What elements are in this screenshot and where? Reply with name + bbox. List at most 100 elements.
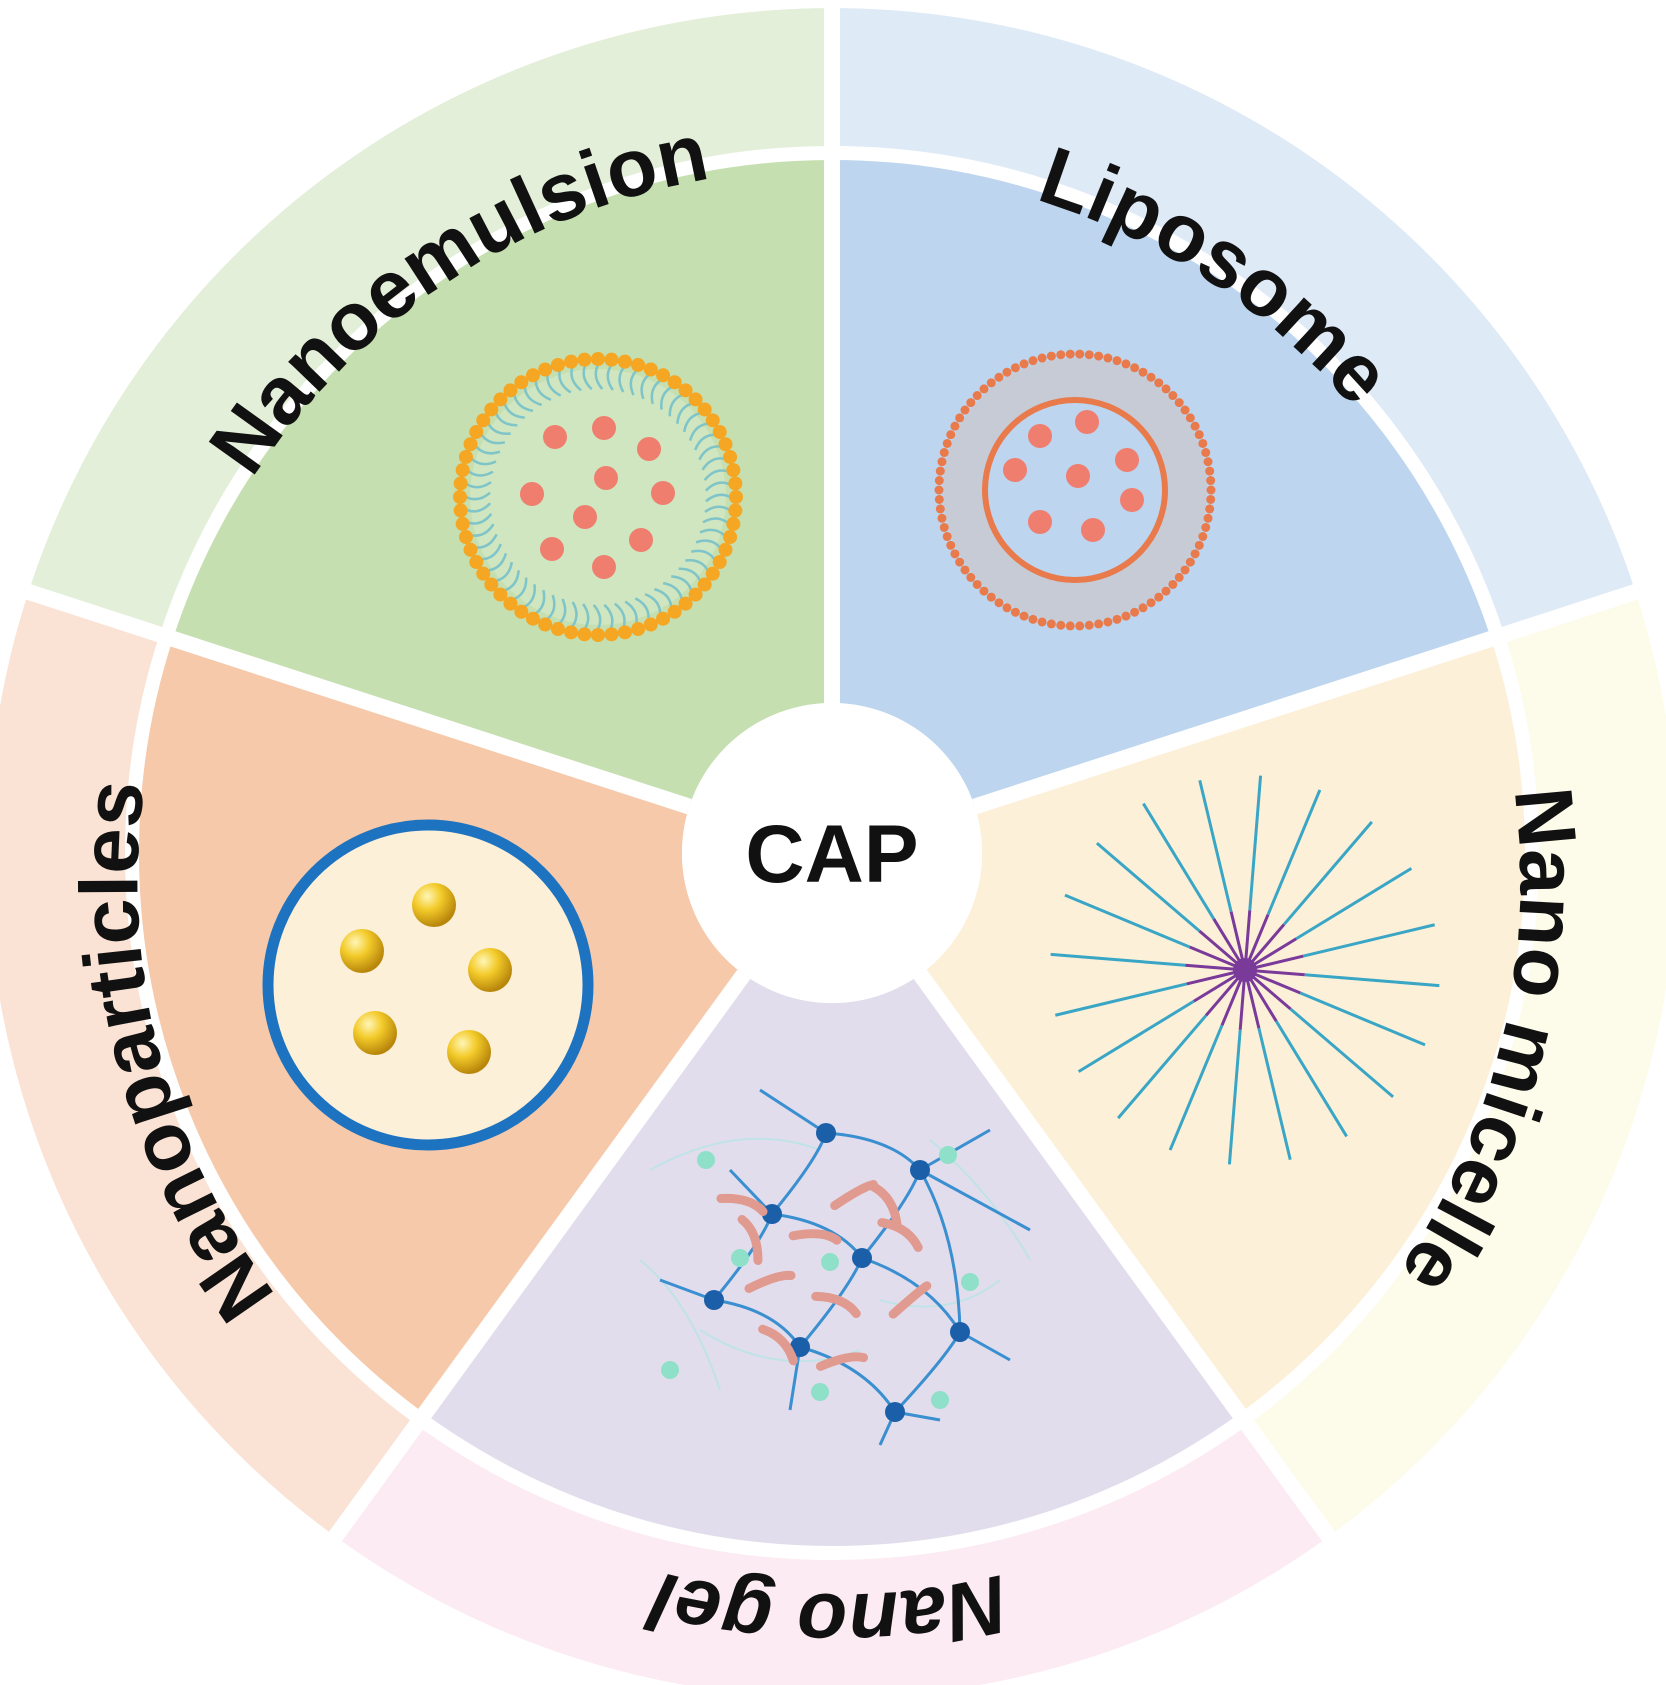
outer-lipid-head bbox=[1194, 430, 1204, 440]
surfactant-tail bbox=[606, 364, 614, 391]
drug-molecule bbox=[788, 1229, 842, 1245]
outer-lipid-head bbox=[1174, 398, 1184, 408]
outer-lipid-head bbox=[939, 522, 949, 532]
surfactant-tail bbox=[704, 481, 730, 492]
outer-lipid-head bbox=[1065, 349, 1075, 359]
drug-molecule bbox=[811, 1291, 861, 1319]
surfactant-tail bbox=[698, 445, 721, 461]
drug-droplet bbox=[540, 537, 564, 561]
surfactant-tail bbox=[629, 369, 638, 396]
drug-molecule bbox=[877, 1218, 923, 1252]
surfactant-head bbox=[484, 402, 499, 417]
ring-divider bbox=[125, 146, 1539, 1560]
outer-lipid-head bbox=[1121, 359, 1131, 369]
outer-lipid-head bbox=[1112, 614, 1122, 624]
faint-strand bbox=[649, 1137, 821, 1171]
outer-lipid-head bbox=[979, 384, 989, 394]
surfactant-tail bbox=[640, 374, 650, 400]
micelle-arm bbox=[1257, 1028, 1292, 1161]
outer-lipid-head bbox=[979, 586, 989, 596]
surfactant-tail bbox=[546, 594, 556, 620]
outer-lipid-head bbox=[1019, 611, 1029, 621]
outer-lipid-head bbox=[1198, 532, 1208, 542]
surfactant-tail bbox=[694, 433, 715, 451]
outer-band-nanoemulsion bbox=[28, 8, 832, 637]
outer-lipid-head bbox=[1103, 617, 1113, 627]
surfactant-head bbox=[463, 542, 478, 557]
outer-lipid-head bbox=[955, 557, 965, 567]
surfactant-tail bbox=[634, 597, 650, 620]
gel-node bbox=[704, 1290, 724, 1310]
crosslinker bbox=[811, 1383, 829, 1401]
outer-lipid-head bbox=[934, 494, 944, 504]
outer-lipid-head bbox=[960, 405, 970, 415]
gel-node bbox=[885, 1402, 905, 1422]
payload-bead bbox=[468, 948, 512, 992]
outer-lipid-head bbox=[1002, 367, 1012, 377]
surfactant-head bbox=[514, 375, 529, 390]
micelle-arm bbox=[1117, 1014, 1208, 1120]
micelle-arm bbox=[1227, 1029, 1242, 1165]
outer-lipid-head bbox=[1065, 621, 1075, 631]
outer-lipid-head bbox=[966, 572, 976, 582]
wedge-separator bbox=[322, 969, 751, 1550]
center-circle bbox=[682, 703, 982, 1003]
outer-lipid-head bbox=[1168, 391, 1178, 401]
surfactant-head bbox=[617, 625, 632, 640]
wedge-layer bbox=[0, 8, 1666, 1685]
outer-lipid-head bbox=[1121, 611, 1131, 621]
micelle-arm bbox=[1266, 789, 1322, 916]
surfactant-tail bbox=[699, 528, 726, 537]
surfactant-tail bbox=[471, 523, 495, 537]
drug-droplet bbox=[1081, 518, 1105, 542]
outer-band-nanoparticles bbox=[0, 591, 421, 1537]
surfactant-tail bbox=[494, 412, 518, 427]
surfactant-tail bbox=[523, 584, 536, 608]
drug-droplet bbox=[520, 482, 544, 506]
crosslinker bbox=[939, 1146, 957, 1164]
outer-lipid-head bbox=[950, 549, 960, 559]
surfactant-tail bbox=[546, 374, 562, 397]
outer-lipid-head bbox=[1201, 448, 1211, 458]
drug-droplet bbox=[1028, 424, 1052, 448]
outer-lipid-head bbox=[1138, 603, 1148, 613]
surfactant-head bbox=[678, 596, 693, 611]
surfactant-tail bbox=[690, 549, 716, 560]
outer-lipid-head bbox=[1010, 363, 1020, 373]
outer-lipid-head bbox=[942, 438, 952, 448]
outer-lipid-head bbox=[966, 398, 976, 408]
surfactant-tail bbox=[570, 367, 582, 392]
surfactant-head bbox=[453, 476, 468, 491]
surfactant-head bbox=[718, 437, 733, 452]
surfactant-tail bbox=[594, 364, 604, 390]
surfactant-head bbox=[688, 587, 703, 602]
payload-bead bbox=[447, 1030, 491, 1074]
surfactant-tail bbox=[702, 517, 729, 524]
outer-lipid-head bbox=[937, 513, 947, 523]
outer-lipid-head bbox=[1130, 363, 1140, 373]
drug-droplet bbox=[1028, 510, 1052, 534]
surfactant-tail bbox=[592, 604, 602, 630]
surfactant-tail bbox=[695, 539, 721, 549]
outer-band-nano-gel bbox=[335, 1419, 1329, 1685]
surfactant-head bbox=[591, 352, 605, 366]
surfactant-head bbox=[538, 617, 553, 632]
surfactant-tail bbox=[480, 434, 506, 445]
outer-lipid-head bbox=[960, 565, 970, 575]
outer-lipid-head bbox=[972, 579, 982, 589]
surfactant-tail bbox=[558, 598, 567, 625]
outer-lipid-head bbox=[1203, 457, 1213, 467]
outer-lipid-head bbox=[950, 421, 960, 431]
surfactant-head bbox=[604, 627, 619, 642]
surfactant-head bbox=[453, 503, 468, 518]
outer-lipid-head bbox=[1138, 367, 1148, 377]
surfactant-tail bbox=[465, 491, 491, 501]
outer-lipid-head bbox=[1190, 421, 1200, 431]
surfactant-head bbox=[726, 516, 741, 531]
outer-lipid-head bbox=[942, 532, 952, 542]
surfactant-tail bbox=[487, 422, 511, 435]
surfactant-tail bbox=[682, 412, 701, 433]
surfactant-head bbox=[503, 596, 518, 611]
liposome-icon bbox=[934, 349, 1216, 631]
